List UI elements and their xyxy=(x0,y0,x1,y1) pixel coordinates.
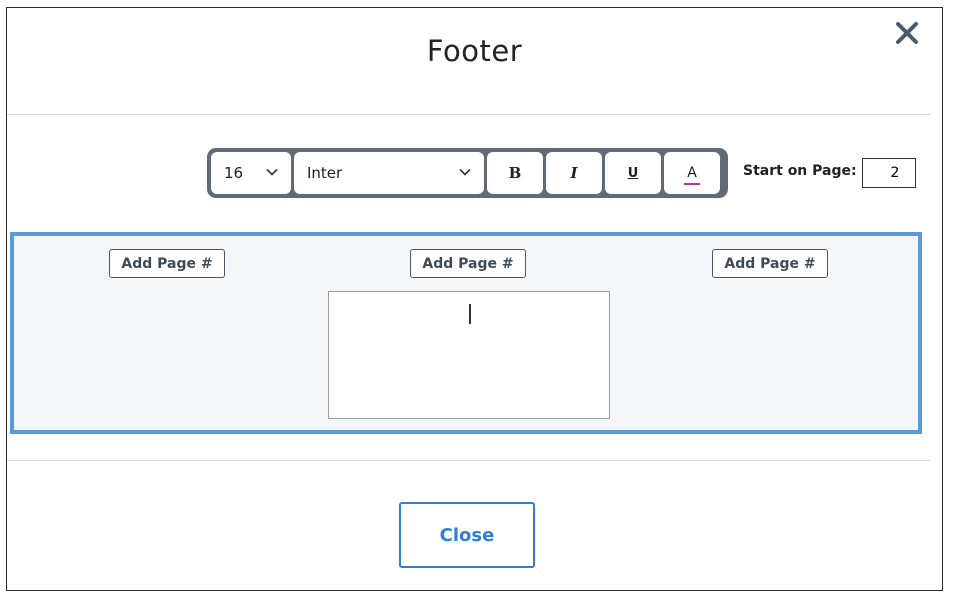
header-divider xyxy=(7,114,930,115)
font-size-select[interactable]: 16 xyxy=(211,152,291,194)
underline-button[interactable]: U xyxy=(605,152,661,194)
add-page-number-center-button[interactable]: Add Page # xyxy=(410,249,526,278)
close-x-icon[interactable] xyxy=(894,20,920,46)
text-color-swatch xyxy=(684,183,700,185)
bold-button[interactable]: B xyxy=(487,152,543,194)
footer-divider xyxy=(7,460,930,461)
font-family-value: Inter xyxy=(307,164,343,182)
font-size-value: 16 xyxy=(224,164,244,182)
chevron-down-icon xyxy=(459,168,471,176)
modal-title: Footer xyxy=(426,34,523,68)
add-page-number-left-button[interactable]: Add Page # xyxy=(109,249,225,278)
italic-button[interactable]: I xyxy=(546,152,602,194)
text-color-icon: A xyxy=(684,165,700,185)
start-on-page-label: Start on Page: xyxy=(743,163,857,179)
close-button[interactable]: Close xyxy=(399,502,535,568)
font-family-select[interactable]: Inter xyxy=(294,152,484,194)
footer-modal: Footer 16 Inter B I U xyxy=(6,7,943,591)
add-page-number-right-button[interactable]: Add Page # xyxy=(712,249,828,278)
chevron-down-icon xyxy=(266,168,278,176)
text-color-button[interactable]: A xyxy=(664,152,720,194)
text-format-toolbar: 16 Inter B I U A xyxy=(207,148,728,198)
bold-icon: B xyxy=(508,164,522,182)
text-color-letter: A xyxy=(687,165,697,181)
start-on-page-input[interactable] xyxy=(862,158,916,188)
italic-icon: I xyxy=(570,164,578,182)
footer-edit-area: Add Page # Add Page # Add Page # xyxy=(10,232,922,434)
text-cursor xyxy=(469,304,471,324)
footer-center-text-input[interactable] xyxy=(328,291,610,419)
underline-icon: U xyxy=(627,165,639,181)
